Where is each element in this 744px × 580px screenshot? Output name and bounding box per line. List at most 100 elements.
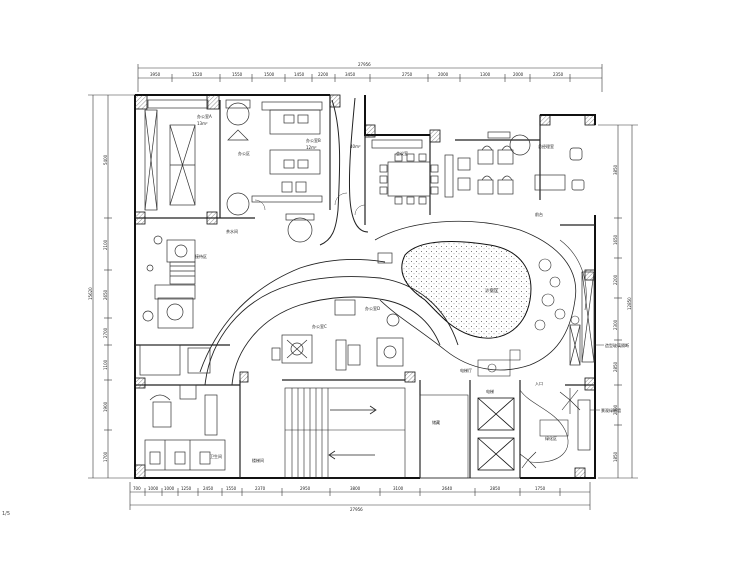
dimension-left xyxy=(88,94,135,479)
dim-label: 1000 xyxy=(164,486,175,491)
dim-right-segment-labels: 3850 1650 2200 2300 2850 2400 1850 xyxy=(613,164,618,462)
dim-label: 2450 xyxy=(203,486,214,491)
dimension-bottom-ticks xyxy=(144,488,561,496)
room-label: 绿化区 xyxy=(545,435,557,441)
dim-label: 3450 xyxy=(345,72,356,77)
room-label: 40m² xyxy=(350,144,361,149)
dimension-top-ticks xyxy=(171,74,571,82)
room-label: 总经理室 xyxy=(538,143,554,149)
dim-bottom-total: 27956 xyxy=(350,507,363,512)
office-a-furniture xyxy=(144,99,209,211)
storage-room xyxy=(419,394,469,479)
dim-label: 3100 xyxy=(393,486,404,491)
dim-bottom-segment-labels: 700 1000 1000 1250 2450 1550 2370 2950 3… xyxy=(133,486,546,491)
dim-label: 2000 xyxy=(513,72,524,77)
elevator-shafts xyxy=(477,397,515,471)
room-label: 沙盘区 xyxy=(485,287,499,294)
dim-label: 2000 xyxy=(438,72,449,77)
dim-label: 700 xyxy=(133,486,141,491)
dim-top-total: 27956 xyxy=(358,62,371,67)
dimension-right xyxy=(598,124,638,479)
dim-label: 2700 xyxy=(103,327,108,338)
callout-label: 造型玻璃隔断 xyxy=(605,342,629,348)
dim-label: 2750 xyxy=(402,72,413,77)
dim-left-total: 15620 xyxy=(88,287,93,300)
room-label: 办公区 xyxy=(238,150,250,156)
interior-walls xyxy=(135,95,595,478)
dim-label: 1900 xyxy=(103,401,108,412)
toilet-fixtures xyxy=(144,394,226,471)
pantry-fixtures xyxy=(149,213,393,428)
room-area: 13m² xyxy=(197,121,208,126)
structural-columns xyxy=(134,94,596,479)
dim-label: 2640 xyxy=(442,486,453,491)
dim-label: 2950 xyxy=(300,486,311,491)
room-label: 办公室B xyxy=(306,137,321,143)
dim-label: 1100 xyxy=(103,359,108,370)
office-c-furniture xyxy=(271,334,313,364)
curved-partition-north xyxy=(319,97,369,246)
dim-label: 1850 xyxy=(613,451,618,462)
door-swings xyxy=(254,192,366,216)
room-area: 12m² xyxy=(306,145,317,150)
room-label: 储藏 xyxy=(432,419,440,425)
dim-label: 5400 xyxy=(103,154,108,165)
room-label: 茶水间 xyxy=(226,228,238,234)
dim-label: 2200 xyxy=(613,274,618,285)
dim-right-total: 12850 xyxy=(627,297,632,310)
dim-label: 1250 xyxy=(181,486,192,491)
dim-label: 2300 xyxy=(613,319,618,330)
dim-label: 2400 xyxy=(613,404,618,415)
lounge-furniture xyxy=(139,235,211,376)
room-label: 办公室D xyxy=(365,305,380,311)
dim-label: 2850 xyxy=(613,361,618,372)
dim-label: 1000 xyxy=(148,486,159,491)
room-label: 会议室 xyxy=(396,150,408,156)
dim-label: 2650 xyxy=(103,289,108,300)
curved-corridor xyxy=(199,259,459,386)
room-label: 办公室C xyxy=(312,323,327,329)
dim-label: 2200 xyxy=(318,72,329,77)
dim-label: 1500 xyxy=(264,72,275,77)
office-b-furniture xyxy=(225,99,323,216)
garden-boundary xyxy=(519,389,569,463)
dim-label: 2350 xyxy=(553,72,564,77)
room-label: 电梯 xyxy=(486,388,494,394)
meeting-room-furniture xyxy=(371,139,439,205)
dim-label: 1750 xyxy=(535,486,546,491)
manager-office-furniture xyxy=(444,131,585,198)
dim-label: 1450 xyxy=(294,72,305,77)
room-label: 办公室A xyxy=(197,113,212,119)
dim-label: 1700 xyxy=(103,451,108,462)
dim-label: 1520 xyxy=(192,72,203,77)
plant-symbol xyxy=(519,388,581,469)
dim-label: 1550 xyxy=(226,486,237,491)
dim-label: 1650 xyxy=(613,234,618,245)
entry-fixtures xyxy=(477,349,521,377)
dimension-bottom xyxy=(129,482,591,510)
stairwell xyxy=(284,387,406,479)
dim-label: 1300 xyxy=(480,72,491,77)
callout-label: 景观绿植墙 xyxy=(601,407,621,413)
dim-left-segment-labels: 5400 2100 2650 2700 1100 1900 1700 xyxy=(103,154,108,462)
room-label: 入口 xyxy=(535,381,543,386)
right-wall-panels xyxy=(569,271,595,451)
sand-table-area xyxy=(374,220,577,371)
dim-label: 3800 xyxy=(350,486,361,491)
dim-top-segment-labels: 3950 1520 1550 1500 1450 2200 3450 2750 … xyxy=(150,72,564,77)
dim-label: 2100 xyxy=(103,239,108,250)
dim-label: 3950 xyxy=(150,72,161,77)
room-label: 卫生间 xyxy=(210,453,222,459)
room-label: 楼梯间 xyxy=(252,457,264,463)
room-label: 接待区 xyxy=(195,253,207,259)
corner-mark: 1/5 xyxy=(2,511,11,517)
dim-label: 2850 xyxy=(490,486,501,491)
dim-label: 1550 xyxy=(232,72,243,77)
room-label: 电梯厅 xyxy=(460,367,472,373)
decorative-planters xyxy=(534,239,587,331)
dim-label: 2370 xyxy=(255,486,266,491)
dim-label: 3850 xyxy=(613,164,618,175)
room-label: 前台 xyxy=(535,211,543,217)
office-d-furniture xyxy=(334,299,404,371)
